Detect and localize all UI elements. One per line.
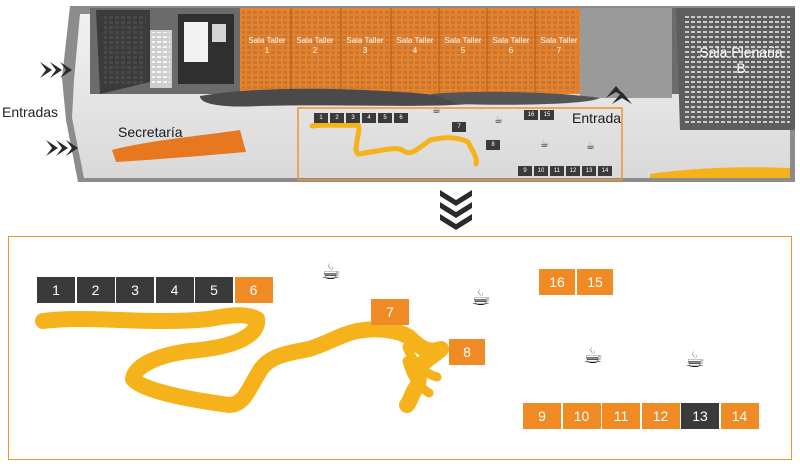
sala-name: Sala Taller <box>444 36 482 45</box>
mini-stand-14: 14 <box>598 166 612 176</box>
stand-8[interactable]: 8 <box>449 339 485 365</box>
mini-stand-9: 9 <box>518 166 532 176</box>
mini-stand-15: 15 <box>540 110 554 120</box>
stand-2[interactable]: 2 <box>76 277 115 303</box>
mini-stand-6: 6 <box>394 113 408 123</box>
coffee-cup-icon: ☕ <box>540 139 549 150</box>
secretaria-counter <box>112 130 246 162</box>
mini-walkway <box>309 122 479 167</box>
coffee-cup-icon: ☕ <box>432 105 441 116</box>
coffee-cup-icon: ☕ <box>471 285 491 310</box>
corridor-right <box>580 8 672 98</box>
mini-stand-1: 1 <box>314 113 328 123</box>
mini-stand-10: 10 <box>534 166 548 176</box>
exhibition-area-frame <box>297 107 623 181</box>
entrance-chevrons-left <box>40 62 78 156</box>
floor-shadow-1 <box>200 88 470 107</box>
sala-number: 5 <box>460 46 466 55</box>
sala-number: 7 <box>556 46 562 55</box>
stand-5[interactable]: 5 <box>195 277 233 303</box>
mini-stand-16: 16 <box>524 110 538 120</box>
mini-stand-11: 11 <box>550 166 564 176</box>
coffee-cup-icon: ☕ <box>494 115 503 126</box>
stand-14[interactable]: 14 <box>720 403 759 429</box>
walkway-detail <box>35 307 449 413</box>
entrance-label: Entrada <box>572 110 622 126</box>
entrance-chevrons-right <box>606 86 632 104</box>
plenaria-label: Sala Plenaria B <box>699 44 783 76</box>
stand-15[interactable]: 15 <box>577 269 613 295</box>
stand-16[interactable]: 16 <box>539 269 575 295</box>
stand-11[interactable]: 11 <box>602 403 640 429</box>
walkway-path <box>35 307 449 413</box>
mini-stand-8: 8 <box>486 140 500 150</box>
sala-number: 4 <box>412 46 418 55</box>
coffee-cup-icon: ☕ <box>321 259 341 284</box>
stand-10[interactable]: 10 <box>562 403 601 429</box>
walkway-branch <box>402 342 442 398</box>
stand-3[interactable]: 3 <box>116 277 154 303</box>
coffee-cup-icon: ☕ <box>583 343 603 368</box>
right-yellow-strip <box>650 167 790 178</box>
sala-name: Sala Taller <box>346 36 384 45</box>
mini-stand-12: 12 <box>566 166 580 176</box>
stand-13[interactable]: 13 <box>681 403 719 429</box>
sala-number: 1 <box>264 46 270 55</box>
mini-stand-3: 3 <box>346 113 360 123</box>
stand-4[interactable]: 4 <box>155 277 194 303</box>
stand-7[interactable]: 7 <box>371 299 409 325</box>
mini-stand-4: 4 <box>362 113 376 123</box>
mini-stand-2: 2 <box>330 113 344 123</box>
mini-stand-13: 13 <box>582 166 596 176</box>
entrances-label: Entradas <box>2 104 59 120</box>
mini-stand-5: 5 <box>378 113 392 123</box>
stair-lines <box>152 32 170 86</box>
sala-name: Sala Taller <box>396 36 434 45</box>
secretaria-label: Secretaría <box>118 124 183 140</box>
sala-name: Sala Taller <box>296 36 334 45</box>
stand-9[interactable]: 9 <box>523 403 561 429</box>
sala-number: 6 <box>508 46 514 55</box>
sala-name: Sala Taller <box>540 36 578 45</box>
sala-number: 3 <box>362 46 368 55</box>
floor-shadow-2 <box>430 91 600 105</box>
left-seating <box>104 16 146 86</box>
sala-name: Sala Taller <box>492 36 530 45</box>
chevron-down-icon <box>440 190 472 230</box>
floorplan-overview <box>40 6 795 182</box>
mini-stand-7: 7 <box>452 122 466 132</box>
sala-number: 2 <box>312 46 318 55</box>
coffee-cup-icon: ☕ <box>586 141 595 152</box>
stand-1[interactable]: 1 <box>37 277 75 303</box>
stand-12[interactable]: 12 <box>641 403 680 429</box>
coffee-cup-icon: ☕ <box>685 347 705 372</box>
stand-6[interactable]: 6 <box>234 277 273 303</box>
sala-name: Sala Taller <box>248 36 286 45</box>
